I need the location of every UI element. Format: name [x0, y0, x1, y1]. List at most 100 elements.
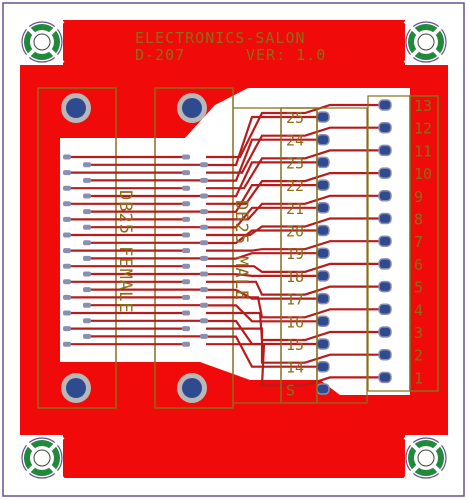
pin-number-label: 4: [414, 301, 423, 319]
connector-pin-pad: [63, 185, 71, 191]
pin-number-label: 24: [286, 132, 304, 150]
terminal-pad: [378, 144, 392, 157]
connector-pin-pad: [200, 255, 208, 261]
terminal-pad: [378, 167, 392, 179]
trace: [206, 161, 323, 198]
terminal-pad: [378, 258, 392, 270]
connector-pin-pad: [200, 209, 208, 215]
connector-pin-pad: [63, 294, 71, 300]
title-line2: D-207: [135, 46, 185, 64]
connector-pin-pad: [200, 193, 208, 199]
pin-number-label: 20: [286, 223, 304, 241]
connector-pin-pad: [182, 279, 190, 285]
connector-pin-pad: [63, 248, 71, 254]
connector-pin-pad: [182, 185, 190, 191]
terminal-pad: [378, 371, 392, 384]
connector-pin-pad: [63, 341, 71, 347]
terminal-pad: [378, 212, 392, 225]
connector-pin-pad: [200, 302, 208, 308]
mounting-hole-icon: [19, 435, 65, 481]
connector-pin-pad: [182, 310, 190, 316]
pin-number-label: 11: [414, 142, 432, 160]
pin-number-label: 23: [286, 154, 304, 172]
terminal-pad: [378, 280, 392, 293]
trace: [206, 319, 323, 346]
terminal-pad: [378, 326, 392, 338]
connector-pin-pad: [200, 240, 208, 246]
terminal-pad: [316, 315, 330, 328]
left-connector-outline: [37, 87, 117, 409]
connector-pin-pad: [63, 279, 71, 285]
connector-pin-pad: [83, 271, 91, 277]
terminal-pad: [316, 156, 330, 169]
trace: [206, 280, 385, 296]
trace: [206, 288, 323, 300]
terminal-pad: [316, 224, 330, 237]
pin-number-label: 25: [286, 109, 304, 127]
pin-number-label: 1: [414, 369, 423, 387]
connector-pin-pad: [200, 271, 208, 277]
pin-number-label: 10: [414, 165, 432, 183]
connector-pin-pad: [83, 255, 91, 261]
terminal-pad: [378, 121, 392, 134]
terminal-pad: [316, 292, 330, 305]
trace: [206, 115, 323, 167]
pin-number-label: S: [286, 381, 295, 399]
connector-pin-pad: [200, 333, 208, 339]
trace: [206, 273, 323, 277]
pin-number-label: 9: [414, 188, 423, 206]
pin-number-label: 22: [286, 177, 304, 195]
connector-pin-pad: [182, 170, 190, 176]
pin-number-label: 7: [414, 233, 423, 251]
terminal-pad: [316, 360, 330, 373]
connector-pin-pad: [83, 193, 91, 199]
connector-pin-pad: [182, 248, 190, 254]
pin-number-label: 16: [286, 313, 304, 331]
shield-pad: [316, 383, 330, 395]
pin-number-label: 8: [414, 211, 423, 229]
connector-pin-pad: [83, 209, 91, 215]
connector-pin-pad: [83, 240, 91, 246]
connector-pin-pad: [182, 263, 190, 269]
pin-number-label: 17: [286, 291, 304, 309]
terminal-pad: [378, 190, 392, 202]
terminal-pad: [316, 133, 330, 146]
trace: [206, 240, 385, 252]
left-pad-column: [316, 107, 368, 404]
pin-number-label: 13: [414, 97, 432, 115]
pin-number-label: 3: [414, 324, 423, 342]
connector-hole: [177, 373, 207, 403]
middle-connector-label: DB25 MALE: [231, 200, 251, 301]
pin-number-label: 2: [414, 347, 423, 365]
trace: [206, 194, 385, 221]
trace: [206, 184, 323, 213]
connector-pin-pad: [182, 294, 190, 300]
right-terminal-block: [409, 95, 439, 392]
connector-pin-pad: [63, 232, 71, 238]
terminal-pad: [378, 235, 392, 247]
terminal-pad: [378, 348, 392, 361]
pin-number-label: 5: [414, 279, 423, 297]
trace: [206, 262, 385, 273]
pin-number-label: 21: [286, 200, 304, 218]
connector-pin-pad: [83, 333, 91, 339]
connector-pin-pad: [83, 162, 91, 168]
connector-pin-pad: [83, 302, 91, 308]
trace: [206, 138, 323, 182]
connector-pin-pad: [200, 318, 208, 324]
terminal-pad: [316, 247, 330, 259]
trace: [206, 103, 385, 159]
trace: [206, 327, 385, 364]
connector-hole: [177, 93, 207, 123]
mounting-hole-icon: [403, 435, 449, 481]
trace: [206, 172, 385, 205]
connector-pin-pad: [200, 177, 208, 183]
connector-pin-pad: [83, 224, 91, 230]
connector-pin-pad: [182, 216, 190, 222]
pin-number-label: 15: [286, 336, 304, 354]
connector-hole: [61, 373, 91, 403]
mounting-hole-icon: [19, 19, 65, 65]
trace: [206, 229, 323, 245]
terminal-pad: [378, 99, 392, 111]
pin-number-label: 18: [286, 268, 304, 286]
